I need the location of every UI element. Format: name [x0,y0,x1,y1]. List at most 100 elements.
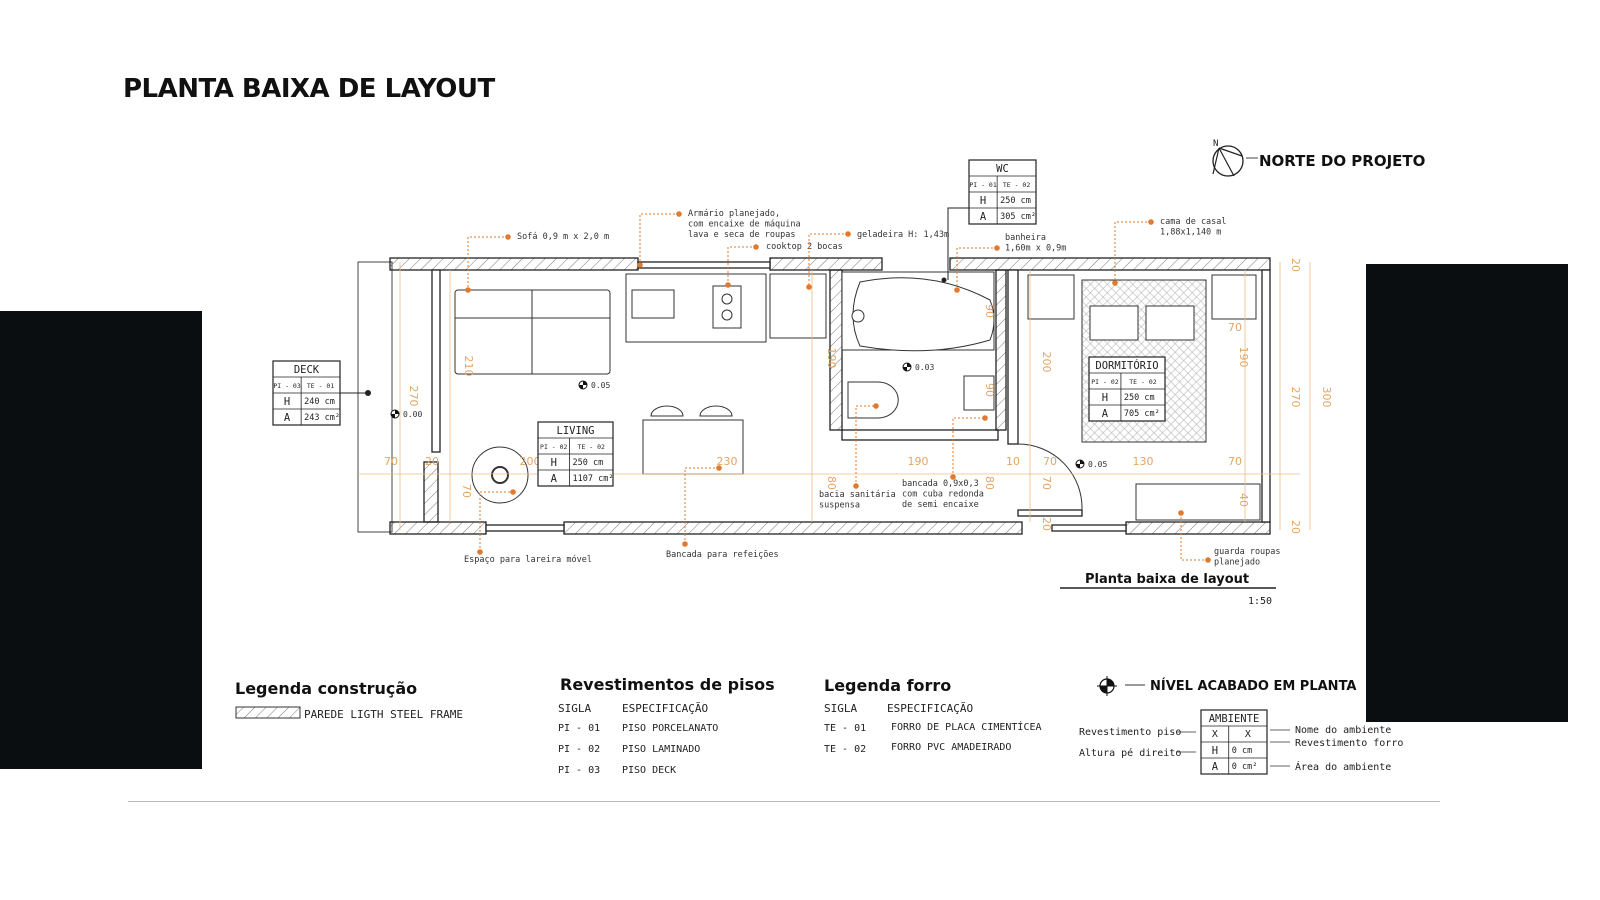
dimension-label: 70 [1228,455,1242,468]
tag-name: LIVING [557,425,595,437]
leader-dot [853,483,859,489]
legend-label-forro: Revestimento forro [1295,738,1403,749]
tag-leaders [340,207,969,396]
annotation-text: Espaço para lareira móvel [464,554,592,565]
tag-h-label: H [1102,392,1108,404]
stool [699,405,733,417]
leader-line [1114,221,1151,283]
bathtub [852,277,995,352]
dimension-label: 190 [1237,347,1250,368]
leader-dot [950,474,956,480]
tag-piso: PI - 03 [273,382,300,390]
tag-area: 1107 cm² [573,474,614,484]
tag-a-label: A [980,211,987,223]
tag-area: 0 cm² [1232,762,1258,772]
tag-name: WC [996,163,1009,175]
dimension-label: 200 [520,455,541,468]
dimension-label: 90 [983,383,996,397]
dining-counter [642,419,744,475]
dimension-label: 80 [825,476,838,490]
leader-dot [465,287,471,293]
drawing-caption: Planta baixa de layout [1085,572,1249,587]
black-panel-left [0,311,202,769]
leader-dot [873,403,879,409]
dimension-label: 130 [1133,455,1154,468]
dimension-label: 80 [983,476,996,490]
leader-dot [676,211,682,217]
annotation-text: 1,60m x 0,9m [1005,244,1066,254]
annotation-text: banheira [1005,233,1046,243]
annotation-text: com encaixe de máquina [688,220,801,230]
tag-h-label: H [551,457,557,469]
annotation: Armário planejado,com encaixe de máquina… [637,209,801,268]
tag-name: DECK [294,364,320,376]
dimension-label: 70 [1043,455,1057,468]
dimension-label: 190 [908,455,929,468]
leader-dot [505,234,511,240]
leader-dot [682,541,688,547]
legend-pisos-col-sigla: SIGLA [558,702,591,715]
furniture [454,271,1261,521]
door-swing [1017,443,1083,511]
legend-pisos-heading: Revestimentos de pisos [560,675,775,694]
leader-dot [806,284,812,290]
annotation-text: de semi encaixe [902,500,979,510]
legend-pisos-col-spec: ESPECIFICAÇÃO [622,702,708,715]
dimension-label: 90 [983,304,996,318]
dimension-label: 20 [1040,517,1053,531]
leader-dot [725,282,731,288]
north-arrow-icon: N [1212,139,1258,177]
dimension-label: 10 [1006,455,1020,468]
annotation: cooktop 2 bocas [725,242,843,288]
tag-name: AMBIENTE [1209,713,1260,725]
tag-a-label: A [1102,408,1109,420]
leader-dot [954,287,960,293]
tag-height: 0 cm [1232,746,1252,756]
tag-height: 250 cm [1124,393,1155,403]
annotation: geladeira H: 1,43m [806,230,949,290]
leader-dot [753,244,759,250]
annotation-text: 1,88x1,140 m [1160,228,1221,238]
annotation-text: Armário planejado, [688,209,780,219]
legend-label-nome: Nome do ambiente [1295,725,1391,736]
leader-dot [477,549,483,555]
legend-construcao-heading: Legenda construção [235,679,417,698]
leader-dot [1205,557,1211,563]
tag-h-label: H [284,396,290,408]
tag-area: 305 cm² [1000,212,1036,222]
leader-line [479,491,513,552]
level-value: 0.00 [403,410,422,419]
divider [128,801,1440,802]
fridge [769,273,827,339]
leader-dot [994,245,1000,251]
leader-line [952,417,985,477]
wall-hatch-swatch [235,706,301,719]
level-marker: 0.03 [902,362,934,372]
annotation-text: suspensa [819,501,860,511]
nightstand [1211,274,1257,320]
legend-pisos-sigla: PI - 01 [558,723,600,734]
legend-pisos-spec: PISO LAMINADO [622,744,700,755]
level-markers: 0.000.050.030.05 [390,362,1107,469]
leader-dot [716,465,722,471]
dimension-label: 20 [425,455,439,468]
tag-area: 705 cm² [1124,409,1160,419]
dimension-label: 270 [407,386,420,407]
sink [631,289,675,319]
tag-height: 250 cm [573,458,604,468]
annotation-text: bancada 0,9x0,3 [902,479,979,489]
pillow [1145,305,1195,341]
legend-label-area: Área do ambiente [1295,760,1391,773]
level-value: 0.05 [591,381,610,390]
annotation-text: guarda roupas [1214,547,1281,557]
leader-line [1180,513,1208,561]
leader-dot [982,415,988,421]
drawing-scale: 1:50 [1248,596,1272,607]
